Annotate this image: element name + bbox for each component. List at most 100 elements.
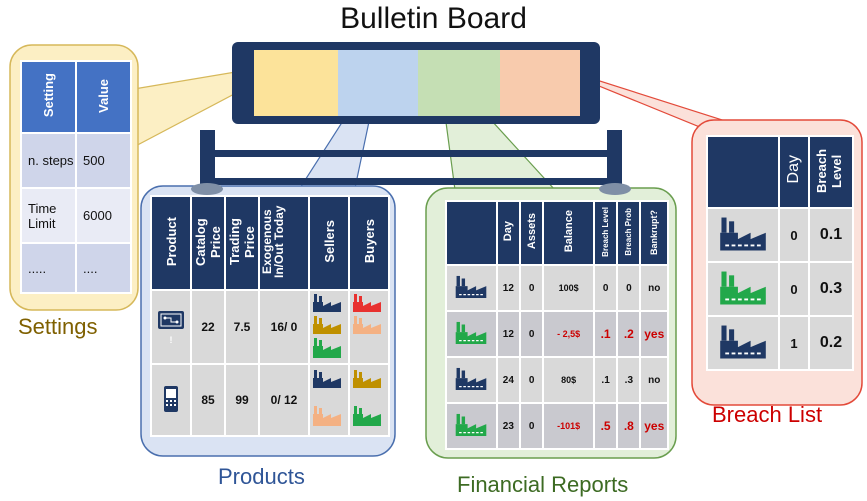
factory-cell [706, 315, 780, 371]
board-rail-bottom [213, 178, 609, 185]
financial-breach-prob-cell: .2 [616, 310, 642, 358]
factory-icon [456, 275, 487, 298]
financial-assets-cell: 0 [518, 310, 545, 358]
financial-breach-prob-cell: .3 [616, 356, 642, 404]
breach-header-icon [706, 135, 780, 209]
board-section-breach [500, 50, 580, 116]
bulletin-board [191, 42, 631, 195]
settings-cell: n. steps [20, 132, 77, 189]
financial-header-assets: Assets [518, 200, 545, 266]
products-row: ! 22 7.5 16/ 0 [150, 289, 390, 365]
factory-icon [353, 405, 381, 426]
factory-icon [313, 293, 341, 312]
products-table: Product Catalog Price Trading Price Exog… [150, 195, 390, 437]
factory-cell [445, 356, 498, 404]
financial-table: Day Assets Balance Breach Level Breach P… [445, 200, 669, 450]
factory-icon-group [353, 293, 381, 334]
trading-price-cell: 99 [224, 363, 260, 437]
factory-icon [720, 271, 766, 304]
products-header-exogenous: Exogenous In/Out Today [258, 195, 310, 291]
breach-level-cell: 0.1 [808, 207, 854, 263]
board-section-financial [418, 50, 500, 116]
settings-cell: 500 [75, 132, 132, 189]
breach-day-cell: 0 [778, 261, 810, 317]
factory-icon-group [353, 369, 381, 426]
catalog-price-cell: 22 [190, 289, 226, 365]
breach-header-level: Breach Level [808, 135, 854, 209]
factory-icon [720, 325, 766, 358]
factory-icon-group [313, 369, 341, 426]
financial-bankrupt-cell: no [639, 264, 669, 312]
board-left-foot [191, 183, 223, 195]
financial-balance-cell: - 2,5$ [542, 310, 595, 358]
products-header-catalog-price: Catalog Price [190, 195, 226, 291]
factory-icon [456, 321, 487, 344]
factory-icon-group [313, 293, 341, 358]
financial-balance-cell: 80$ [542, 356, 595, 404]
settings-caption: Settings [18, 314, 98, 339]
board-left-leg [200, 130, 215, 190]
settings-row: ..... .... [20, 242, 132, 294]
breach-day-cell: 0 [778, 207, 810, 263]
page-title: Bulletin Board [340, 2, 527, 35]
factory-cell [706, 207, 780, 263]
buyers-cell [348, 289, 390, 365]
financial-breach-level-cell: .1 [592, 310, 619, 358]
products-header-buyers: Buyers [348, 195, 390, 291]
financial-breach-level-cell: 0 [592, 264, 619, 312]
board-section-settings [254, 50, 338, 116]
factory-cell [445, 310, 498, 358]
financial-breach-prob-cell: .8 [616, 402, 642, 450]
board-section-products [338, 50, 418, 116]
breach-header-day: Day [778, 135, 810, 209]
financial-bankrupt-cell: yes [639, 310, 669, 358]
financial-assets-cell: 0 [518, 356, 545, 404]
exogenous-cell: 0/ 12 [258, 363, 310, 437]
financial-balance-cell: -101$ [542, 402, 595, 450]
financial-breach-level-cell: .5 [592, 402, 619, 450]
exogenous-cell: 16/ 0 [258, 289, 310, 365]
financial-header-breach-prob: Breach Prob [616, 200, 642, 266]
products-header-product: Product [150, 195, 192, 291]
settings-cell: 6000 [75, 187, 132, 244]
factory-icon [720, 217, 766, 250]
factory-icon [313, 369, 341, 388]
board-right-leg [607, 130, 622, 190]
financial-header-breach-level: Breach Level [592, 200, 619, 266]
circuit-board-icon [158, 310, 184, 329]
mobile-phone-icon [164, 385, 178, 412]
financial-bankrupt-cell: no [639, 356, 669, 404]
factory-cell [445, 264, 498, 312]
financial-header-balance: Balance [542, 200, 595, 266]
products-caption: Products [218, 464, 305, 489]
financial-caption: Financial Reports [457, 472, 629, 497]
settings-header-setting: Setting [20, 60, 77, 134]
financial-bankrupt-cell: yes [639, 402, 669, 450]
breach-day-cell: 1 [778, 315, 810, 371]
breach-level-cell: 0.3 [808, 261, 854, 317]
settings-cell: ..... [20, 242, 77, 294]
sellers-cell [308, 363, 350, 437]
financial-day-cell: 24 [495, 356, 521, 404]
financial-assets-cell: 0 [518, 264, 545, 312]
products-header-trading-price: Trading Price [224, 195, 260, 291]
settings-header-value: Value [75, 60, 132, 134]
settings-row: Time Limit 6000 [20, 187, 132, 244]
settings-cell: .... [75, 242, 132, 294]
financial-breach-prob-cell: 0 [616, 264, 642, 312]
financial-day-cell: 23 [495, 402, 521, 450]
factory-icon [353, 315, 381, 334]
board-rail-top [213, 150, 609, 157]
factory-icon [456, 413, 487, 436]
financial-header-icon [445, 200, 498, 266]
financial-balance-cell: 100$ [542, 264, 595, 312]
trading-price-cell: 7.5 [224, 289, 260, 365]
product-cell: ! [150, 289, 192, 365]
breach-level-cell: 0.2 [808, 315, 854, 371]
financial-header-bankrupt: Bankrupt? [639, 200, 669, 266]
